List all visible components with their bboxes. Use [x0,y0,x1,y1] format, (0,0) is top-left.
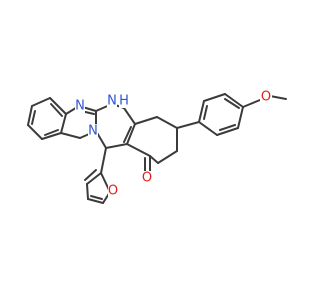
svg-text:N: N [88,124,98,139]
oxygen-atom-furan: O [108,184,119,199]
oxygen-atom-ether: O [260,90,272,105]
nitrogen-hydrogen: H [119,94,129,109]
svg-text:O: O [108,184,118,199]
svg-text:H: H [119,94,129,109]
svg-text:N: N [107,94,117,109]
oxygen-atom-ketone: O [142,171,153,186]
nitrogen-atom-fused: N [88,124,98,139]
nitrogen-atom-bridge: N [107,94,117,109]
svg-text:N: N [75,99,85,114]
svg-text:O: O [142,171,152,186]
atom-labels: N N H N O O O [75,90,272,199]
svg-text:O: O [261,90,271,105]
bond-skeleton [27,93,287,204]
nitrogen-atom-upper: N [75,99,85,114]
chemical-structure: N N H N O O O [27,90,287,204]
